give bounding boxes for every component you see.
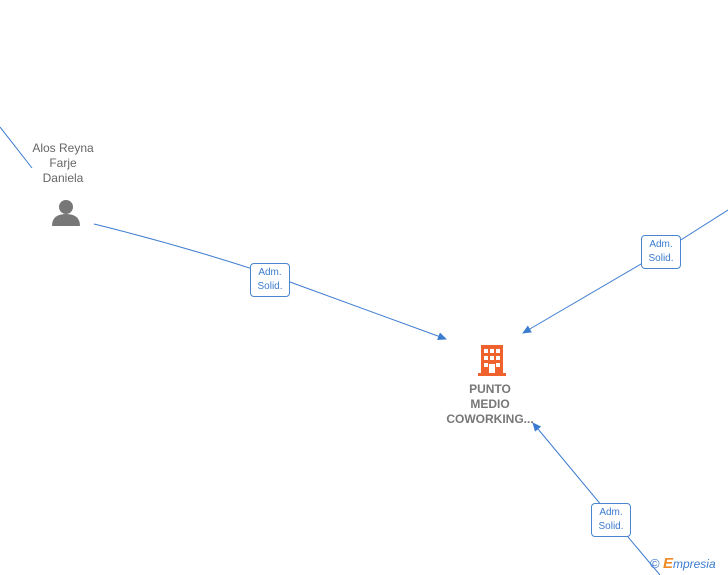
edge-label-bottom-company[interactable]: Adm. Solid. <box>591 503 631 537</box>
edge-label-line: Solid. <box>648 253 674 264</box>
edge-label-line: Solid. <box>598 521 624 532</box>
edge-label-line: Adm. <box>649 239 673 250</box>
person-name-line: Alos Reyna <box>32 141 94 155</box>
edge-line-top-right-company <box>522 209 728 334</box>
person-icon[interactable] <box>52 200 80 226</box>
brand-name: mpresia <box>672 557 716 571</box>
edge-line-bottom-company <box>532 422 661 575</box>
edge-label-line: Solid. <box>257 281 283 292</box>
company-name-line: COWORKING... <box>446 412 534 426</box>
edge-label-line: Adm. <box>599 507 623 518</box>
company-name[interactable]: PUNTO MEDIO COWORKING... <box>430 382 550 427</box>
brand-watermark: © Empresia <box>650 555 716 572</box>
brand-logo-letter: E <box>662 555 673 572</box>
copyright-symbol: © <box>650 556 660 571</box>
person-name-line: Daniela <box>42 171 84 185</box>
building-icon[interactable] <box>478 345 506 376</box>
edge-label-top-right-company[interactable]: Adm. Solid. <box>641 235 681 269</box>
person-name[interactable]: Alos Reyna Farje Daniela <box>13 141 113 186</box>
person-name-line: Farje <box>49 156 77 170</box>
company-name-line: MEDIO <box>470 397 510 411</box>
edge-label-line: Adm. <box>258 267 282 278</box>
edge-label-person-company[interactable]: Adm. Solid. <box>250 263 290 297</box>
edge-line-offscreen-person <box>0 126 33 169</box>
company-name-line: PUNTO <box>469 382 511 396</box>
